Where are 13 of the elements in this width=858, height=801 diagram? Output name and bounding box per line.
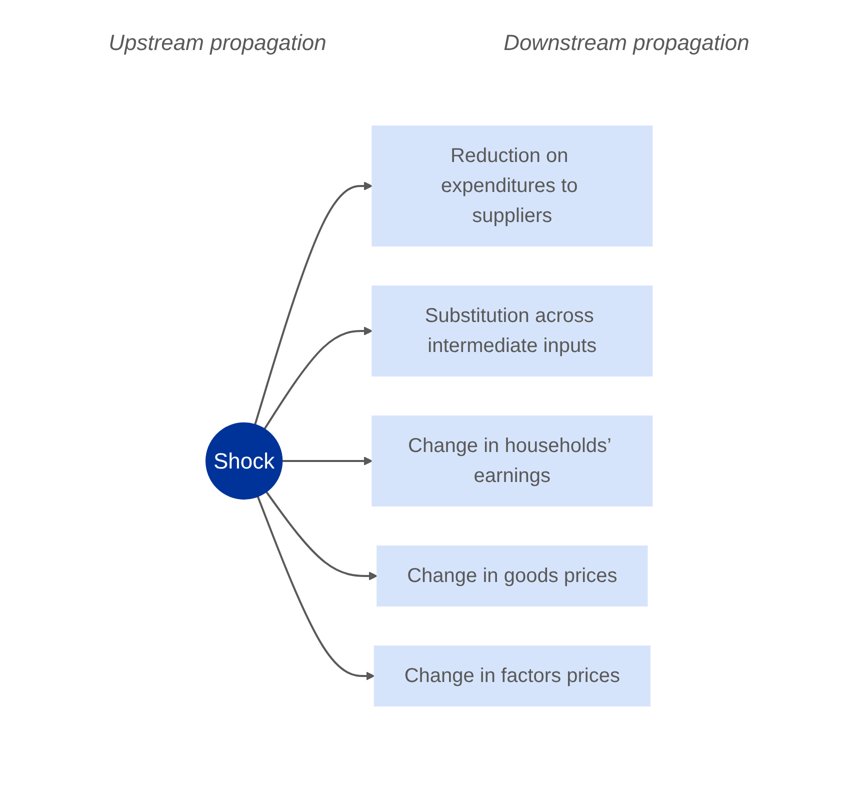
node-box: Substitution across intermediate inputs	[372, 286, 653, 376]
node-box: Reduction on expenditures to suppliers	[372, 126, 653, 246]
arrow	[282, 456, 372, 466]
section-heading: Upstream propagation	[108, 30, 326, 56]
section-heading: Downstream propagation	[504, 30, 750, 56]
arrow	[254, 182, 372, 425]
arrow	[256, 496, 375, 680]
node-box: Change in factors prices	[374, 646, 650, 706]
node-circle: Shock	[205, 422, 283, 500]
node-box: Change in goods prices	[376, 546, 648, 606]
node-box: Change in households’ earnings	[372, 416, 653, 506]
arrow	[264, 326, 372, 430]
arrow	[265, 491, 378, 580]
